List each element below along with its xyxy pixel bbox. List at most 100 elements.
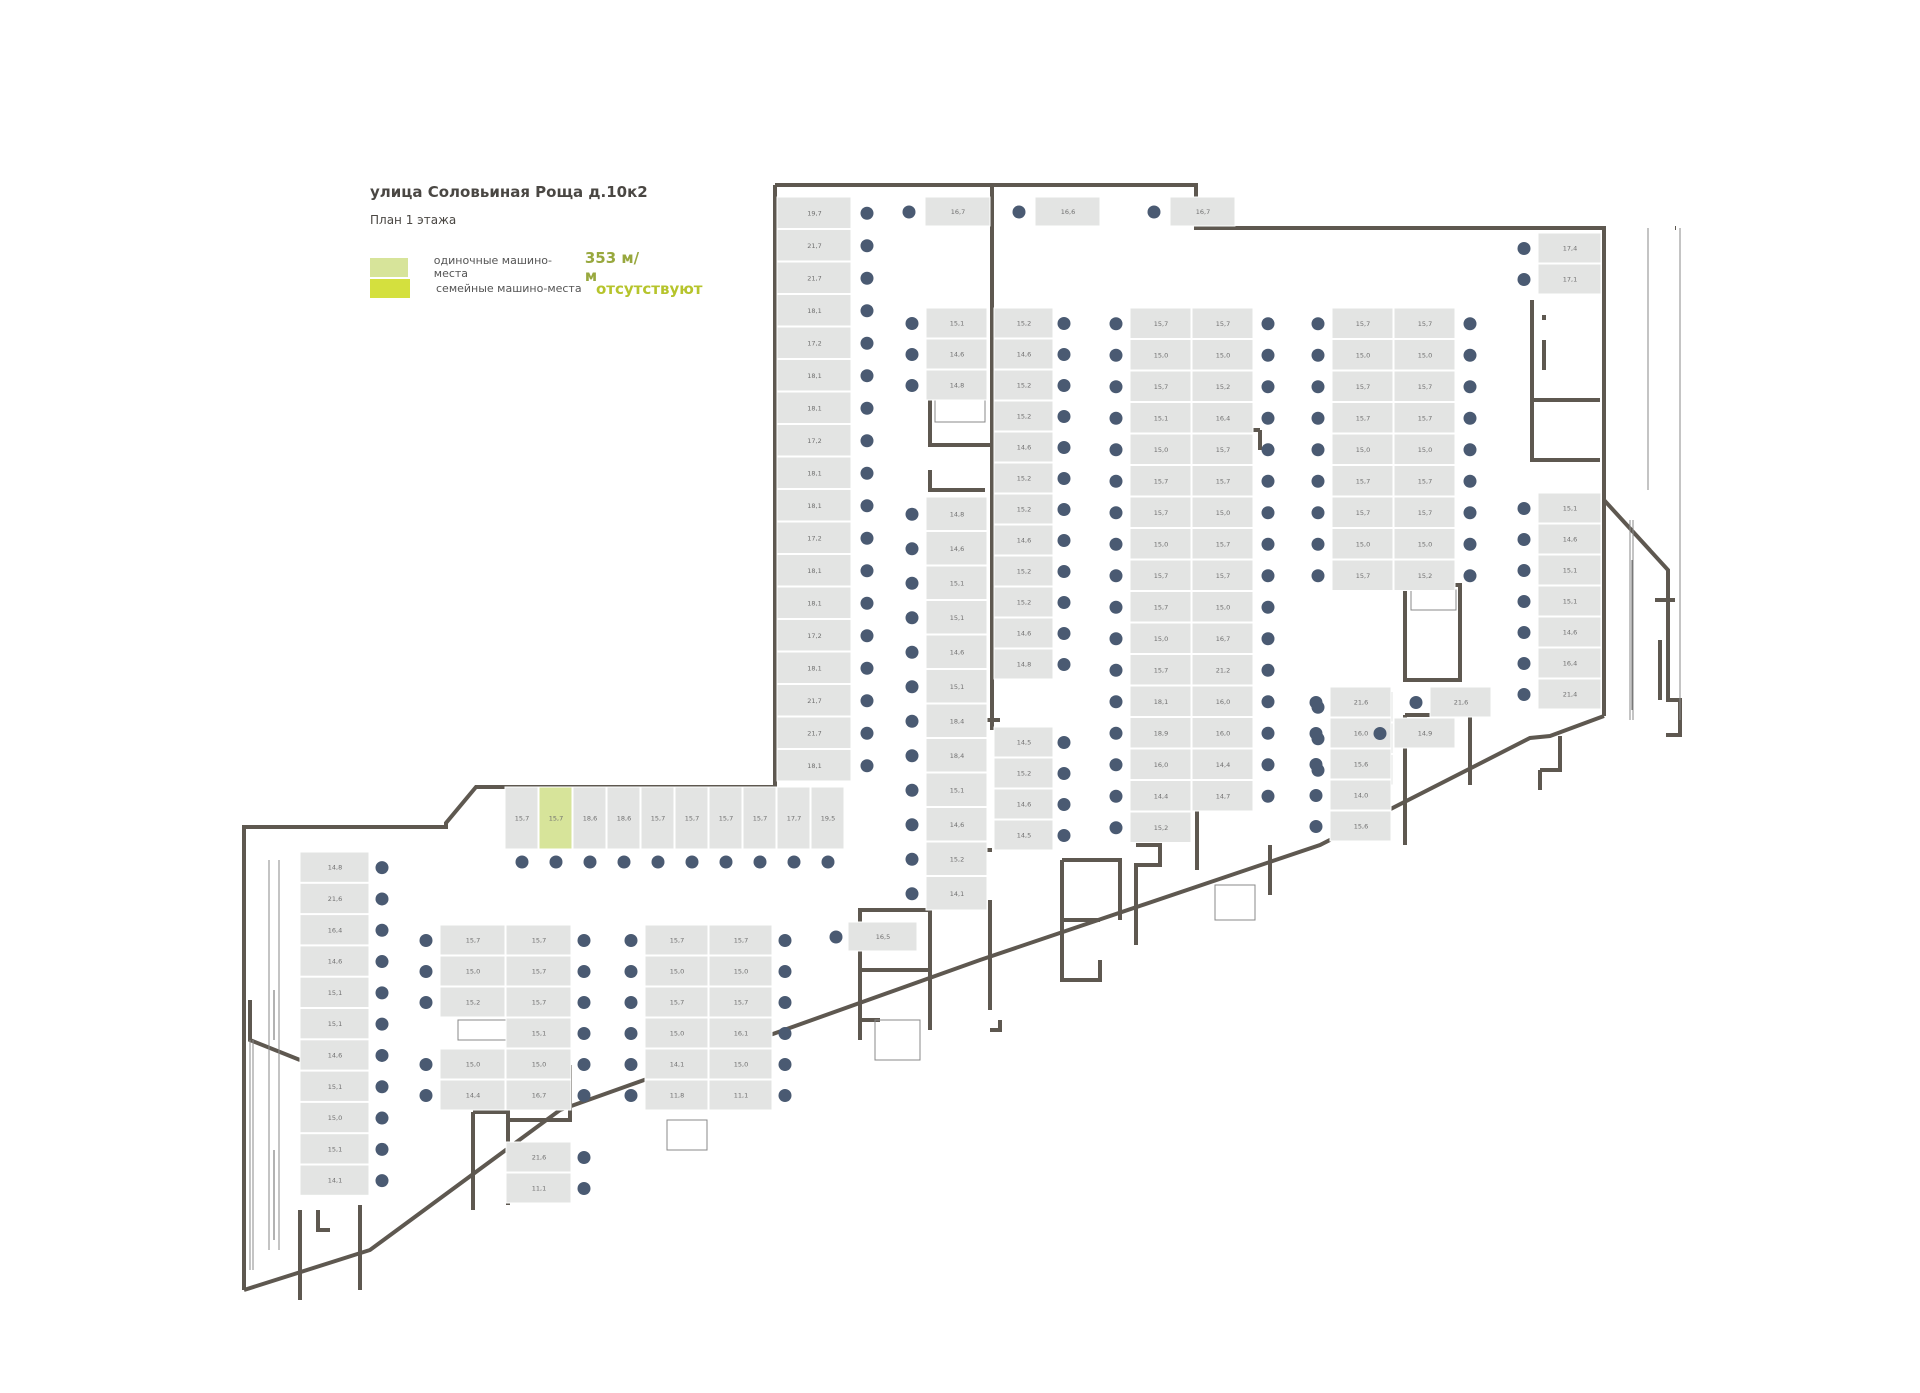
space-number-marker[interactable]	[624, 934, 638, 947]
parking-space[interactable]	[1191, 748, 1254, 780]
space-number-marker[interactable]	[1057, 767, 1071, 780]
space-number-marker[interactable]	[860, 239, 874, 253]
parking-space[interactable]	[993, 819, 1054, 851]
parking-space[interactable]	[505, 1017, 572, 1049]
parking-space[interactable]	[1331, 433, 1394, 465]
space-number-marker[interactable]	[905, 542, 919, 556]
parking-space[interactable]	[439, 1079, 506, 1111]
space-number-marker[interactable]	[902, 205, 916, 219]
space-number-marker[interactable]	[375, 1017, 389, 1031]
parking-space[interactable]	[925, 841, 988, 876]
space-number-marker[interactable]	[860, 726, 874, 740]
space-number-marker[interactable]	[1012, 205, 1026, 219]
parking-space[interactable]	[1537, 523, 1602, 555]
space-number-marker[interactable]	[375, 1048, 389, 1062]
space-number-marker[interactable]	[1109, 474, 1123, 488]
space-number-marker[interactable]	[1517, 273, 1531, 286]
space-number-marker[interactable]	[905, 379, 919, 392]
parking-space[interactable]	[1191, 370, 1254, 402]
space-number-marker[interactable]	[1517, 502, 1531, 515]
space-number-marker[interactable]	[905, 818, 919, 832]
parking-space[interactable]	[1331, 370, 1394, 402]
space-number-marker[interactable]	[1057, 565, 1071, 578]
parking-space[interactable]	[993, 462, 1054, 494]
parking-space[interactable]	[993, 307, 1054, 339]
space-number-marker[interactable]	[860, 369, 874, 383]
space-number-marker[interactable]	[1109, 758, 1123, 772]
space-number-marker[interactable]	[1463, 317, 1477, 331]
parking-space[interactable]	[505, 1048, 572, 1080]
space-number-marker[interactable]	[1463, 348, 1477, 362]
parking-space[interactable]	[993, 369, 1054, 401]
parking-space[interactable]	[299, 914, 370, 946]
parking-space[interactable]	[776, 359, 852, 392]
parking-space[interactable]	[1393, 307, 1456, 339]
parking-space[interactable]	[925, 565, 988, 600]
space-number-marker[interactable]	[1311, 506, 1325, 520]
parking-space[interactable]	[1129, 685, 1192, 717]
space-number-marker[interactable]	[905, 317, 919, 330]
parking-space[interactable]	[776, 749, 852, 782]
parking-space[interactable]	[925, 531, 988, 566]
parking-space[interactable]	[439, 986, 506, 1018]
parking-space[interactable]	[993, 788, 1054, 820]
parking-space[interactable]	[742, 786, 777, 850]
space-number-marker[interactable]	[1057, 317, 1071, 330]
space-number-marker[interactable]	[1109, 600, 1123, 614]
parking-space[interactable]	[1537, 647, 1602, 679]
space-number-marker[interactable]	[1109, 663, 1123, 677]
space-number-marker[interactable]	[1057, 596, 1071, 609]
space-number-marker[interactable]	[1463, 380, 1477, 394]
parking-space[interactable]	[1331, 496, 1394, 528]
space-number-marker[interactable]	[860, 434, 874, 448]
parking-space[interactable]	[925, 738, 988, 773]
space-number-marker[interactable]	[860, 304, 874, 318]
space-number-marker[interactable]	[1261, 758, 1275, 772]
parking-space[interactable]	[708, 1017, 773, 1049]
parking-space[interactable]	[925, 338, 988, 370]
parking-space[interactable]	[1129, 339, 1192, 371]
parking-space[interactable]	[1329, 748, 1392, 780]
space-number-marker[interactable]	[1057, 627, 1071, 640]
parking-space[interactable]	[993, 431, 1054, 463]
space-number-marker[interactable]	[860, 629, 874, 643]
parking-space[interactable]	[776, 294, 852, 327]
space-number-marker[interactable]	[860, 499, 874, 513]
space-number-marker[interactable]	[419, 934, 433, 947]
space-number-marker[interactable]	[1517, 564, 1531, 577]
space-number-marker[interactable]	[1261, 600, 1275, 614]
space-number-marker[interactable]	[860, 271, 874, 285]
space-number-marker[interactable]	[1311, 380, 1325, 394]
space-number-marker[interactable]	[1057, 736, 1071, 749]
parking-space[interactable]	[504, 786, 539, 850]
space-number-marker[interactable]	[905, 645, 919, 659]
space-number-marker[interactable]	[1517, 533, 1531, 546]
space-number-marker[interactable]	[860, 206, 874, 220]
parking-space[interactable]	[1393, 402, 1456, 434]
parking-space[interactable]	[776, 489, 852, 522]
space-number-marker[interactable]	[624, 996, 638, 1009]
parking-space[interactable]	[439, 924, 506, 956]
space-number-marker[interactable]	[1261, 348, 1275, 362]
space-number-marker[interactable]	[1261, 695, 1275, 709]
parking-space[interactable]	[299, 976, 370, 1009]
parking-space[interactable]	[1034, 196, 1101, 227]
parking-space[interactable]	[1129, 780, 1192, 812]
parking-space[interactable]	[572, 786, 607, 850]
parking-space[interactable]	[776, 716, 852, 749]
parking-space[interactable]	[1429, 686, 1492, 718]
space-number-marker[interactable]	[1057, 410, 1071, 423]
space-number-marker[interactable]	[1261, 506, 1275, 520]
parking-space[interactable]	[1169, 196, 1236, 227]
parking-space[interactable]	[644, 1079, 709, 1111]
space-number-marker[interactable]	[583, 855, 597, 869]
parking-space[interactable]	[644, 1048, 709, 1080]
parking-space[interactable]	[1393, 496, 1456, 528]
parking-space[interactable]	[644, 955, 709, 987]
parking-space[interactable]	[1129, 748, 1192, 780]
space-number-marker[interactable]	[1109, 443, 1123, 457]
space-number-marker[interactable]	[1109, 317, 1123, 331]
parking-space[interactable]	[708, 955, 773, 987]
parking-space[interactable]	[925, 703, 988, 738]
space-number-marker[interactable]	[787, 855, 801, 869]
